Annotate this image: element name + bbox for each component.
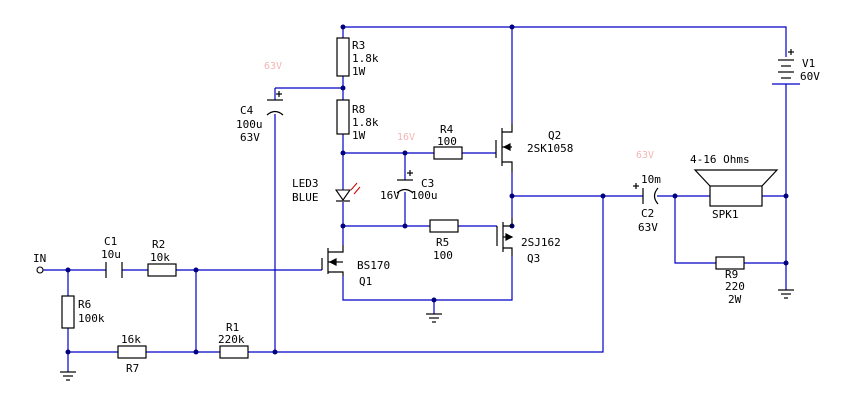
battery-v1 — [772, 59, 800, 85]
c1-value: 10u — [101, 248, 121, 261]
r9-power: 2W — [728, 293, 742, 306]
resistor-r5 — [429, 219, 459, 233]
capacitor-c1 — [105, 262, 123, 278]
c3-ref: C3 — [421, 177, 434, 190]
resistor-r7 — [117, 345, 147, 359]
v1-value: 60V — [800, 70, 820, 83]
ground-symbol-output — [778, 289, 794, 299]
r3-ref: R3 — [352, 39, 365, 52]
capacitor-c3 — [396, 170, 414, 194]
r2-ref: R2 — [152, 238, 165, 251]
c4-rating: 63V — [240, 131, 260, 144]
mosfet-q3 — [496, 218, 514, 256]
mosfet-q1 — [321, 245, 344, 276]
r2-value: 10k — [150, 251, 170, 264]
c2-value: 10m — [641, 173, 661, 186]
q1-ref: Q1 — [359, 275, 372, 288]
input-label: IN — [33, 252, 46, 265]
resistor-r8 — [336, 99, 350, 135]
ghost-label-2: 16V — [397, 132, 415, 143]
c4-ref: C4 — [240, 104, 254, 117]
r3-power: 1W — [352, 65, 366, 78]
resistor-r1 — [219, 345, 249, 359]
r3-value: 1.8k — [352, 52, 379, 65]
r8-power: 1W — [352, 129, 366, 142]
ghost-label-3: 63V — [636, 150, 654, 161]
input-terminal — [36, 266, 44, 274]
spk1-ref: SPK1 — [712, 208, 739, 221]
r8-value: 1.8k — [352, 116, 379, 129]
r5-ref: R5 — [436, 236, 449, 249]
q1-value: BS170 — [357, 259, 390, 272]
r8-ref: R8 — [352, 103, 365, 116]
speaker-spk1 — [693, 169, 779, 207]
ground-symbol-mid — [426, 313, 442, 323]
ghost-label-1: 63V — [264, 61, 282, 72]
q3-ref: Q3 — [527, 252, 540, 265]
led3-diode — [334, 182, 361, 202]
r1-value: 220k — [218, 333, 245, 346]
ground-symbol-input — [60, 371, 76, 381]
v1-ref: V1 — [802, 57, 815, 70]
wires — [43, 26, 787, 372]
resistor-r6 — [61, 295, 75, 329]
c3-rating: 16V — [380, 189, 400, 202]
c1-ref: C1 — [104, 235, 117, 248]
r4-ref: R4 — [440, 123, 454, 136]
resistor-r4 — [433, 146, 463, 160]
r1-ref: R1 — [226, 321, 239, 334]
r4-value: 100 — [437, 135, 457, 148]
led3-value: BLUE — [292, 191, 319, 204]
led3-ref: LED3 — [292, 177, 319, 190]
r7-value: 16k — [121, 333, 141, 346]
c2-ref: C2 — [641, 207, 654, 220]
r5-value: 100 — [433, 249, 453, 262]
capacitor-c2 — [633, 183, 659, 205]
c2-rating: 63V — [638, 221, 658, 234]
capacitor-c4 — [266, 91, 284, 116]
c3-value: 100u — [411, 189, 438, 202]
r9-value: 220 — [725, 280, 745, 293]
spk1-value: 4-16 Ohms — [690, 153, 750, 166]
resistor-r2 — [147, 263, 177, 277]
mosfet-q2 — [495, 124, 513, 172]
q2-ref: Q2 — [548, 129, 561, 142]
c4-value: 100u — [236, 118, 263, 131]
r6-ref: R6 — [78, 298, 91, 311]
r7-ref: R7 — [126, 362, 139, 375]
r6-value: 100k — [78, 312, 105, 325]
r9-ref: R9 — [725, 268, 738, 281]
q2-value: 2SK1058 — [527, 142, 573, 155]
resistor-r9 — [715, 256, 745, 270]
top-rail-wire — [343, 26, 787, 57]
q3-value: 2SJ162 — [521, 236, 561, 249]
battery-plus-icon — [788, 49, 794, 55]
resistor-r3 — [336, 37, 350, 77]
